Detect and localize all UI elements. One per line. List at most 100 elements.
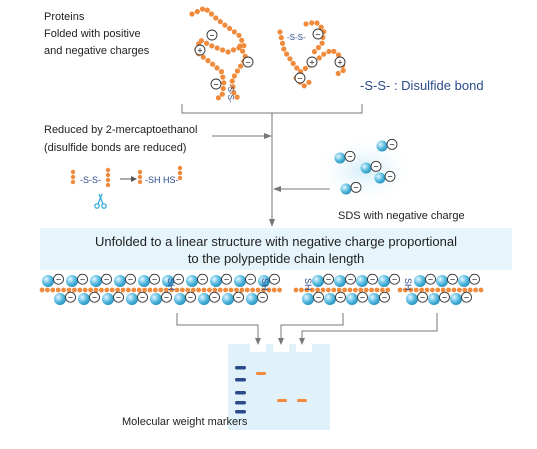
bead bbox=[316, 55, 322, 61]
chain2-sds-bottom bbox=[346, 293, 358, 305]
bead bbox=[277, 29, 283, 35]
bead bbox=[278, 35, 284, 41]
bead bbox=[174, 287, 180, 293]
bead bbox=[105, 182, 111, 188]
bead bbox=[238, 63, 244, 69]
minus-charge-icon-sign: − bbox=[260, 293, 265, 303]
bead bbox=[227, 25, 233, 32]
bead bbox=[430, 287, 435, 293]
minus-charge-icon-sign: − bbox=[370, 275, 375, 285]
marker-band bbox=[235, 366, 246, 370]
chain1-sds-top bbox=[42, 275, 54, 287]
bead bbox=[451, 287, 457, 293]
sds-molecule bbox=[334, 152, 346, 164]
minus-charge-icon bbox=[245, 273, 256, 285]
minus-charge-icon-sign: − bbox=[338, 293, 343, 303]
chain1-sds-top bbox=[258, 275, 270, 287]
bead bbox=[196, 287, 202, 293]
reduction-sh-tag: -SH HS- bbox=[145, 175, 179, 185]
bead bbox=[72, 287, 77, 293]
minus-charge-icon bbox=[221, 273, 232, 285]
minus-charge-icon-sign: − bbox=[213, 79, 218, 89]
bead bbox=[180, 287, 185, 293]
minus-charge-icon bbox=[173, 273, 184, 285]
chain1-sds-top bbox=[114, 275, 126, 287]
minus-charge-icon bbox=[209, 291, 220, 303]
bead bbox=[177, 165, 183, 171]
bead bbox=[413, 287, 419, 293]
minus-charge-icon bbox=[89, 291, 100, 303]
bead bbox=[287, 56, 293, 62]
chain1-sh-tag-top: SH bbox=[166, 278, 176, 291]
chain1-sds-top bbox=[90, 275, 102, 287]
bead bbox=[137, 179, 143, 185]
chain3-sh-tag: SH bbox=[403, 278, 413, 291]
bead bbox=[220, 85, 226, 92]
bead bbox=[314, 20, 320, 26]
chain2-sds-top bbox=[378, 275, 390, 287]
minus-charge-icon-sign: − bbox=[389, 140, 394, 150]
bead bbox=[153, 287, 158, 293]
bead bbox=[342, 287, 347, 293]
protein2-disulfide-tag: -S-S- bbox=[287, 33, 306, 42]
bead bbox=[473, 287, 478, 293]
bead bbox=[380, 287, 385, 293]
bead bbox=[335, 52, 342, 58]
bead bbox=[137, 169, 143, 175]
chain3-sds-bottom bbox=[450, 293, 462, 305]
bead bbox=[125, 287, 131, 293]
chain1-sds-bottom bbox=[102, 293, 114, 305]
chain1-sds-top bbox=[138, 275, 150, 287]
minus-charge-icon-sign: − bbox=[212, 293, 217, 303]
minus-charge-icon bbox=[379, 291, 390, 303]
bead bbox=[70, 174, 76, 180]
minus-charge-icon bbox=[149, 273, 160, 285]
bead bbox=[301, 83, 307, 89]
bead bbox=[240, 48, 246, 54]
bead bbox=[284, 51, 290, 57]
bead bbox=[222, 22, 228, 28]
bead bbox=[131, 287, 137, 293]
minus-charge-icon bbox=[161, 291, 172, 303]
bead bbox=[218, 69, 225, 75]
minus-charge-icon bbox=[439, 291, 450, 303]
minus-charge-icon bbox=[425, 273, 436, 285]
minus-charge-icon-sign: − bbox=[164, 293, 169, 303]
bead bbox=[309, 287, 315, 293]
minus-charge-icon-sign: − bbox=[200, 275, 205, 285]
connector-lines bbox=[181, 104, 363, 222]
chain1-sds-top bbox=[234, 275, 246, 287]
disulfide-legend: -S-S- : Disulfide bond bbox=[360, 78, 484, 93]
chain3-sds-bottom bbox=[428, 293, 440, 305]
chain2-sds-bottom bbox=[302, 293, 314, 305]
minus-charge-icon bbox=[386, 138, 398, 150]
banner-line1: Unfolded to a linear structure with nega… bbox=[95, 234, 457, 249]
bead bbox=[446, 287, 451, 293]
minus-charge-icon bbox=[137, 291, 148, 303]
bead bbox=[207, 287, 212, 293]
bead bbox=[239, 37, 245, 43]
bead bbox=[137, 174, 143, 180]
chain3-sds-top bbox=[458, 275, 470, 287]
bead bbox=[194, 9, 200, 15]
bead bbox=[70, 169, 76, 175]
bead bbox=[261, 287, 266, 293]
chain1-sh-tag-right: SH bbox=[260, 278, 270, 291]
bead bbox=[169, 287, 175, 293]
bead bbox=[369, 287, 374, 293]
chain1-sds-bottom bbox=[198, 293, 210, 305]
minus-charge-icon bbox=[461, 291, 472, 303]
sample-band-lane1 bbox=[256, 372, 266, 375]
chain1-sds-bottom bbox=[222, 293, 234, 305]
reduction-illustration bbox=[70, 165, 183, 188]
scissors-icon bbox=[94, 193, 107, 209]
minus-charge-icon-sign: − bbox=[464, 293, 469, 303]
bead bbox=[279, 40, 286, 46]
chain1-sds-top bbox=[186, 275, 198, 287]
minus-charge-icon bbox=[384, 170, 396, 182]
marker-band bbox=[235, 401, 246, 405]
bead bbox=[70, 179, 76, 185]
bead bbox=[315, 287, 320, 293]
proteins-description-line3: and negative charges bbox=[44, 45, 150, 57]
